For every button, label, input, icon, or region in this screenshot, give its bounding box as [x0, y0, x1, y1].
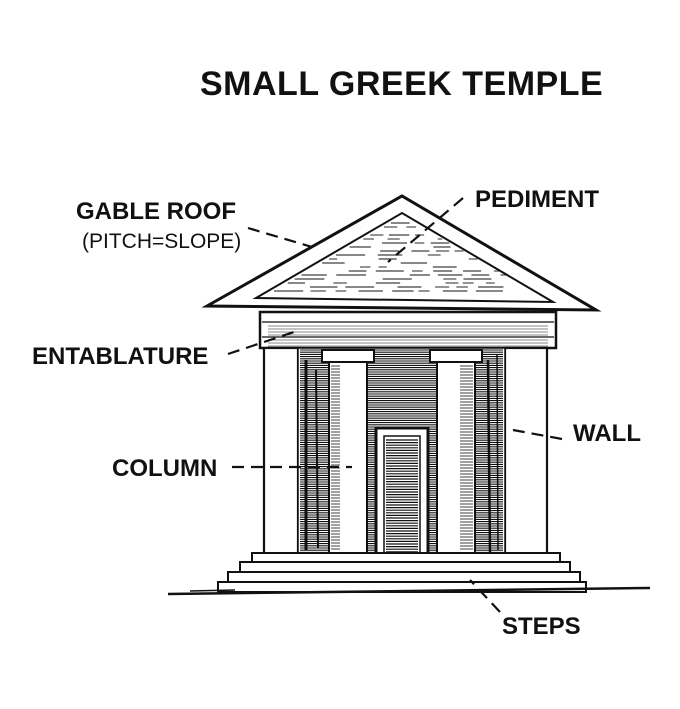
wall-shape — [262, 346, 549, 556]
label-pediment: PEDIMENT — [475, 186, 599, 213]
diagram-title: SMALL GREEK TEMPLE — [200, 65, 603, 103]
label-entablature: ENTABLATURE — [32, 343, 208, 370]
leader-entablature — [227, 328, 301, 356]
pediment-shape — [201, 194, 602, 312]
steps-shape — [167, 552, 651, 596]
door-shape — [374, 426, 430, 556]
leader-steps — [469, 579, 501, 613]
leader-lines — [227, 197, 563, 613]
leader-gable-roof — [247, 226, 313, 249]
label-wall: WALL — [573, 420, 641, 447]
entablature-shape — [258, 310, 558, 350]
label-gable-roof: GABLE ROOF — [76, 198, 236, 225]
label-steps: STEPS — [502, 613, 581, 640]
temple-illustration — [167, 194, 651, 596]
leader-pediment — [387, 197, 464, 263]
leader-wall — [512, 428, 563, 441]
column-shape — [321, 349, 483, 555]
label-column: COLUMN — [112, 455, 217, 482]
label-gable-roof-note: (PITCH=SLOPE) — [82, 230, 241, 253]
